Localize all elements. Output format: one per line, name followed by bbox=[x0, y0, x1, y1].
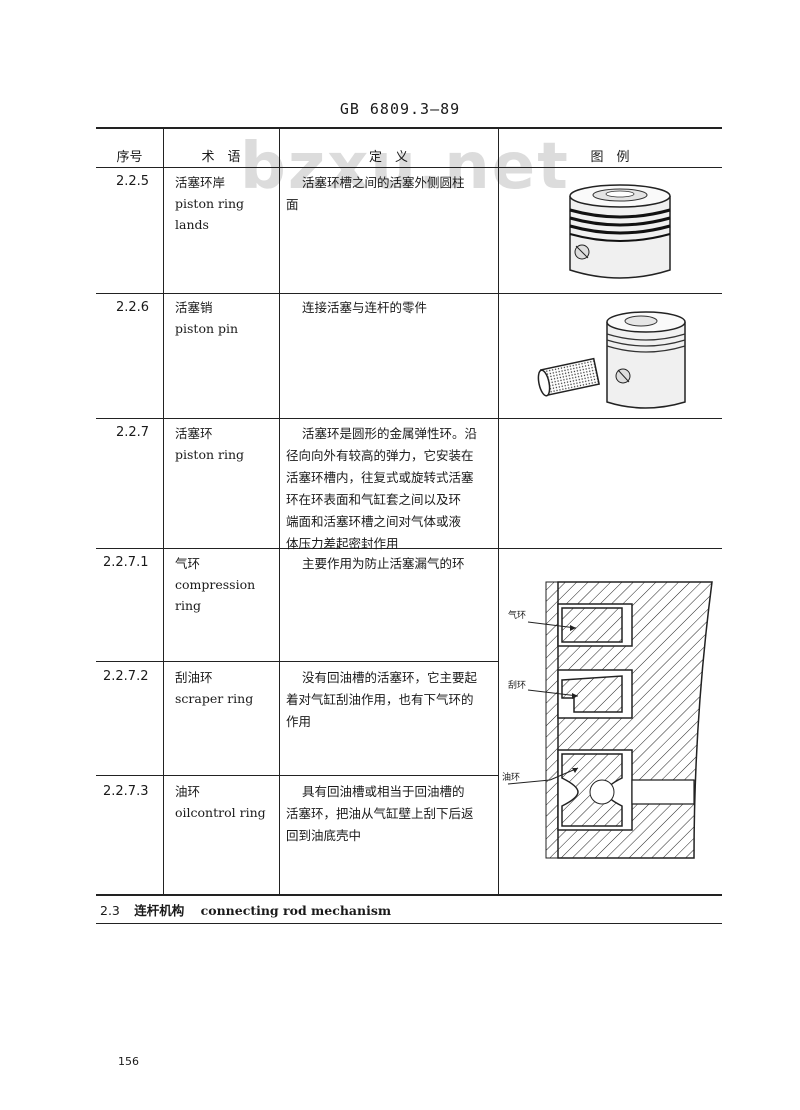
row-rule bbox=[96, 293, 498, 294]
definition-line: 径向向外有较高的弹力，它安装在 bbox=[286, 448, 474, 463]
row-number: 2.2.5 bbox=[116, 174, 150, 189]
definition-line: 主要作用为防止活塞漏气的环 bbox=[302, 556, 465, 571]
term-cn: 活塞环 bbox=[175, 426, 213, 441]
section-title-en: connecting rod mechanism bbox=[200, 903, 392, 918]
definition-line: 连接活塞与连杆的零件 bbox=[302, 300, 428, 315]
page-number: 156 bbox=[118, 1055, 139, 1068]
term-en: piston ring bbox=[175, 196, 245, 211]
term-en: lands bbox=[175, 217, 209, 232]
row-number: 2.2.7 bbox=[116, 425, 150, 440]
term-cell: 活塞销 piston pin bbox=[175, 297, 238, 339]
term-cn: 活塞销 bbox=[175, 300, 213, 315]
definition-line: 没有回油槽的活塞环，它主要起 bbox=[302, 670, 478, 685]
term-en: ring bbox=[175, 598, 202, 613]
col-rule bbox=[163, 129, 164, 895]
row-number: 2.2.7.3 bbox=[103, 784, 149, 799]
col-header-term: 术 语 bbox=[201, 150, 241, 165]
row-number: 2.2.7.2 bbox=[103, 669, 149, 684]
row-number: 2.2.7.1 bbox=[103, 555, 149, 570]
label-scraper-ring: 刮环 bbox=[508, 681, 527, 691]
row-rule bbox=[96, 775, 498, 776]
definition-line: 体压力差起密封作用 bbox=[286, 536, 399, 551]
col-header-definition: 定 义 bbox=[368, 150, 408, 165]
definition-line: 着对气缸刮油作用，也有下气环的 bbox=[286, 692, 474, 707]
term-cell: 活塞环 piston ring bbox=[175, 423, 244, 465]
definition-cell: 没有回油槽的活塞环，它主要起 着对气缸刮油作用，也有下气环的 作用 bbox=[286, 667, 496, 733]
col-header-illustration: 图 例 bbox=[590, 150, 630, 165]
table-bottom-rule bbox=[96, 894, 722, 896]
term-cell: 刮油环 scraper ring bbox=[175, 667, 253, 709]
term-cell: 活塞环岸 piston ring lands bbox=[175, 172, 244, 235]
piston-ring-lands-illustration bbox=[569, 184, 671, 279]
section-heading: 2.3 连杆机构 connecting rod mechanism bbox=[100, 900, 391, 919]
term-cell: 气环 compression ring bbox=[175, 553, 255, 616]
definition-cell: 活塞环是圆形的金属弹性环。沿 径向向外有较高的弹力，它安装在 活塞环槽内，往复式… bbox=[286, 423, 496, 555]
definition-line: 环在环表面和气缸套之间以及环 bbox=[286, 492, 462, 507]
piston-pin-illustration bbox=[537, 311, 686, 409]
definition-cell: 主要作用为防止活塞漏气的环 bbox=[286, 553, 496, 575]
col-rule bbox=[279, 129, 280, 895]
definition-line: 端面和活塞环槽之间对气体或液 bbox=[286, 514, 462, 529]
row-rule bbox=[498, 548, 722, 549]
definition-line: 活塞环槽内，往复式或旋转式活塞 bbox=[286, 470, 474, 485]
piston-ring-cross-section-illustration bbox=[507, 581, 713, 859]
definition-line: 活塞环是圆形的金属弹性环。沿 bbox=[302, 426, 478, 441]
row-rule bbox=[96, 418, 498, 419]
header-rule bbox=[96, 167, 722, 168]
term-en: compression bbox=[175, 577, 256, 592]
term-en: oilcontrol ring bbox=[175, 805, 266, 820]
term-cn: 气环 bbox=[175, 556, 201, 571]
term-en: piston pin bbox=[175, 321, 239, 336]
row-rule bbox=[498, 293, 722, 294]
term-cn: 刮油环 bbox=[175, 670, 213, 685]
definition-line: 活塞环，把油从气缸壁上刮下后返 bbox=[286, 806, 474, 821]
label-oil-ring: 油环 bbox=[502, 773, 521, 783]
section-title-cn: 连杆机构 bbox=[134, 903, 185, 918]
label-compression-ring: 气环 bbox=[508, 611, 527, 621]
top-rule bbox=[96, 127, 722, 129]
standard-number: GB 6809.3—89 bbox=[339, 100, 461, 118]
term-cell: 油环 oilcontrol ring bbox=[175, 781, 266, 823]
col-rule bbox=[498, 129, 499, 895]
term-en: scraper ring bbox=[175, 691, 254, 706]
definition-line: 回到油底壳中 bbox=[286, 828, 362, 843]
definition-cell: 连接活塞与连杆的零件 bbox=[286, 297, 494, 319]
definition-line: 具有回油槽或相当于回油槽的 bbox=[302, 784, 465, 799]
section-number: 2.3 bbox=[100, 903, 120, 918]
term-en: piston ring bbox=[175, 447, 245, 462]
row-rule bbox=[498, 418, 722, 419]
definition-cell: 活塞环槽之间的活塞外侧圆柱 面 bbox=[286, 172, 494, 216]
definition-line: 面 bbox=[286, 197, 299, 212]
row-rule bbox=[96, 548, 498, 549]
section-rule bbox=[96, 923, 722, 924]
row-rule bbox=[96, 661, 498, 662]
row-number: 2.2.6 bbox=[116, 300, 150, 315]
definition-cell: 具有回油槽或相当于回油槽的 活塞环，把油从气缸壁上刮下后返 回到油底壳中 bbox=[286, 781, 496, 847]
col-header-no: 序号 bbox=[116, 150, 143, 165]
definition-line: 活塞环槽之间的活塞外侧圆柱 bbox=[302, 175, 465, 190]
definition-line: 作用 bbox=[286, 714, 312, 729]
term-cn: 油环 bbox=[175, 784, 201, 799]
term-cn: 活塞环岸 bbox=[175, 175, 226, 190]
